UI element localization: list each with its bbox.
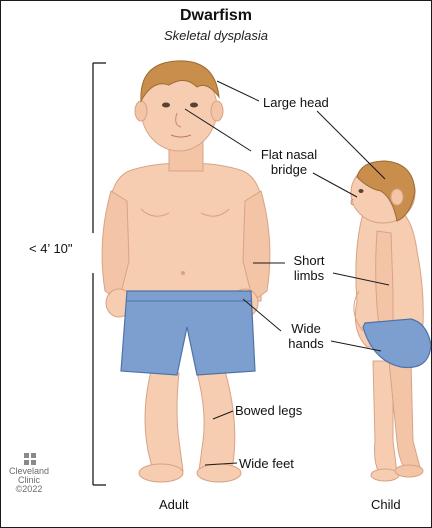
label-large-head: Large head [263,95,329,110]
label-short-limbs-line1: Short [285,253,333,268]
diagram-subtitle: Skeletal dysplasia [1,28,431,43]
label-wide-hands: Wide hands [281,321,331,351]
label-wide-hands-line2: hands [281,336,331,351]
adult-figure [102,61,270,482]
height-label: < 4’ 10" [29,241,73,256]
figure-label-child: Child [371,497,401,512]
figure-label-adult: Adult [159,497,189,512]
label-flat-nasal-bridge: Flat nasal bridge [249,147,329,177]
diagram-title: Dwarfism [1,7,431,25]
label-wide-feet: Wide feet [239,456,294,471]
label-flat-nasal-line1: Flat nasal [249,147,329,162]
logo-line3: ©2022 [9,485,49,494]
label-bowed-legs: Bowed legs [235,403,302,418]
label-short-limbs: Short limbs [285,253,333,283]
child-figure [351,161,431,481]
cleveland-clinic-logo: Cleveland Clinic ©2022 [9,467,49,494]
label-short-limbs-line2: limbs [285,268,333,283]
cleveland-clinic-logo-icon [24,453,36,465]
label-wide-hands-line1: Wide [281,321,331,336]
label-flat-nasal-line2: bridge [249,162,329,177]
